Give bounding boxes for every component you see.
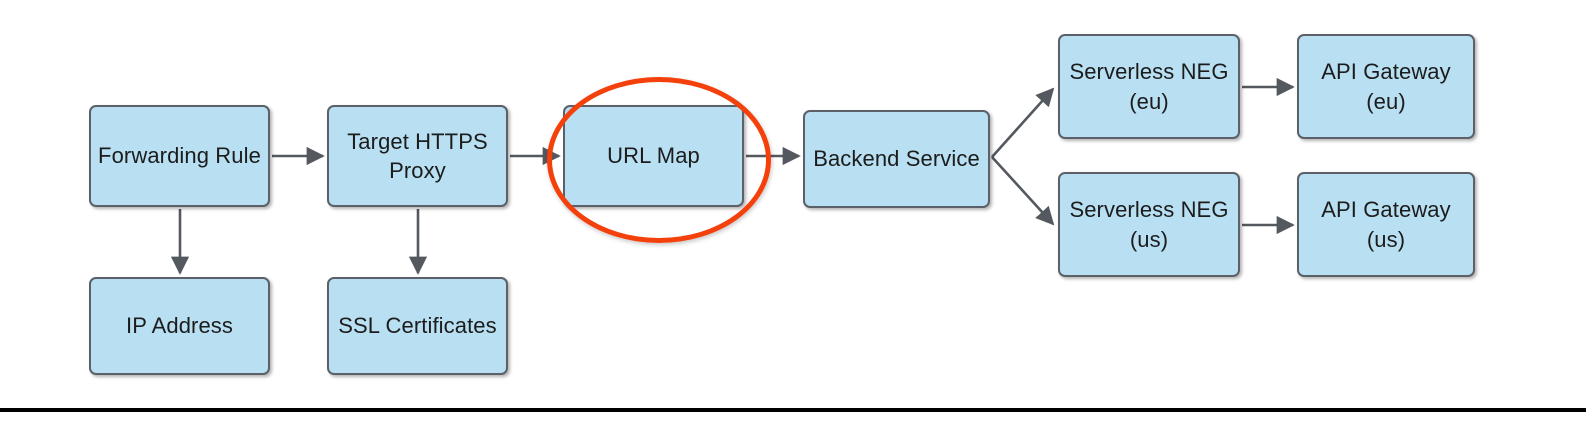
- node-label-backend-service: Backend Service: [813, 146, 980, 172]
- node-backend-service[interactable]: Backend Service: [803, 110, 990, 208]
- node-forwarding-rule[interactable]: Forwarding Rule: [89, 105, 270, 207]
- node-target-https-proxy[interactable]: Target HTTPS Proxy: [327, 105, 508, 207]
- node-label-forwarding-rule: Forwarding Rule: [98, 143, 261, 169]
- node-serverless-neg-us[interactable]: Serverless NEG (us): [1058, 172, 1240, 277]
- url-map-highlight-ellipse: [547, 77, 771, 243]
- edge-backend-to-neg-eu: [991, 87, 1055, 158]
- node-api-gateway-us[interactable]: API Gateway (us): [1297, 172, 1475, 277]
- node-label-serverless-neg-us: Serverless NEG (us): [1069, 197, 1229, 252]
- node-label-api-gateway-eu: API Gateway (eu): [1321, 59, 1451, 114]
- node-ssl-certificates[interactable]: SSL Certificates: [327, 277, 508, 375]
- node-label-ssl-certificates: SSL Certificates: [338, 313, 497, 339]
- node-label-target-https-proxy: Target HTTPS Proxy: [347, 128, 488, 183]
- node-serverless-neg-eu[interactable]: Serverless NEG (eu): [1058, 34, 1240, 139]
- node-ip-address[interactable]: IP Address: [89, 277, 270, 375]
- edge-backend-to-neg-us: [991, 156, 1055, 226]
- node-label-serverless-neg-eu: Serverless NEG (eu): [1069, 59, 1229, 114]
- node-api-gateway-eu[interactable]: API Gateway (eu): [1297, 34, 1475, 139]
- bottom-divider-rule: [0, 408, 1586, 412]
- node-label-ip-address: IP Address: [126, 313, 233, 339]
- node-label-api-gateway-us: API Gateway (us): [1321, 197, 1451, 252]
